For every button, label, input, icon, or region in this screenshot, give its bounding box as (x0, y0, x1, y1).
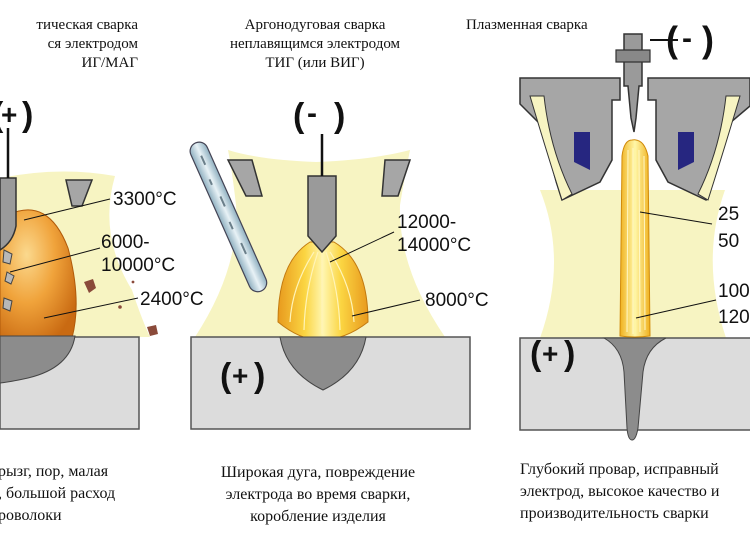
panel1-leader-2400 (43, 297, 139, 319)
panel1-spatter-1 (84, 279, 96, 293)
panel3-temp-100: 100 (718, 281, 750, 302)
panel2-caption-line1: Широкая дуга, повреждение (220, 464, 416, 481)
panel3-liner-left (529, 95, 573, 201)
panel2-graphic: ( - ) 12000- 14000°C 8000°C ( + ) (189, 97, 489, 430)
panel1-spatter-3 (118, 305, 122, 309)
panel2-filler-rod (189, 141, 268, 293)
panel3-electrode (623, 33, 643, 133)
panel2-wp-paren-close: ) (254, 357, 265, 395)
panel1-title-line1: тическая сварка (36, 17, 138, 33)
panel3-title: Плазменная сварка (466, 16, 588, 35)
panel3-jet-streaks (626, 148, 646, 334)
panel3-leader-100 (635, 299, 717, 319)
panel3-workpiece-polarity: + (542, 338, 558, 369)
panel1-caption-line2: , большой расход (0, 485, 116, 502)
panel1-temp-2400: 2400°C (140, 289, 204, 310)
panel2-nozzle-left (226, 159, 263, 197)
panel3-temp-50: 50 (718, 231, 739, 252)
panel2-caption-line2: электрода во время сварки, (225, 486, 411, 503)
panel3-temp-25: 25 (718, 204, 739, 225)
panel3-insert-right (678, 132, 694, 170)
panel3-polarity-paren-open: ( (666, 19, 678, 60)
panel1-leader-6000 (9, 247, 101, 273)
panel1-temp-6000: 6000- (101, 232, 150, 253)
panel3-electrode-polarity: - (682, 22, 692, 55)
panel1-title-line2: ся электродом (47, 36, 138, 52)
panel3-insert-left (574, 132, 590, 170)
panel2-temp-14000: 14000°C (397, 235, 471, 256)
panel1-title: тическая сварка ся электродом ИГ/МАГ (0, 16, 138, 73)
panel1-temp-10000: 10000°C (101, 255, 175, 276)
panel2-weld-pool (279, 336, 367, 391)
panel1-caption-line1: рызг, пор, малая (0, 463, 109, 480)
panel3-caption-line3: производительность сварки (520, 505, 709, 522)
panel2-arc-streaks (289, 251, 355, 334)
panel3-polarity-paren-close: ) (702, 19, 714, 60)
panel3-wp-paren-open: ( (530, 335, 542, 373)
panel1-temp-3300: 3300°C (113, 189, 177, 210)
panel3-temp-120: 120 (718, 307, 750, 328)
panel2-electrode-polarity: - (307, 97, 317, 130)
panel3-leader-25 (639, 211, 713, 225)
panel1-droplet-2 (4, 271, 15, 285)
panel1-polarity-paren-open: ( (0, 96, 4, 134)
panel3-title-line1: Плазменная сварка (466, 17, 588, 33)
panel1-caption: рызг, пор, малая , большой расход роволо… (0, 461, 158, 527)
panel1-weld-pool (0, 335, 76, 384)
panel3-graphic: ( - ) 25 50 100 120 ( + ) (519, 19, 750, 441)
panel3-caption: Глубокий провар, исправный электрод, выс… (520, 459, 748, 525)
panel1-spatter-4 (131, 280, 135, 284)
panel1-droplet-3 (2, 297, 13, 312)
panel1-title-line3: ИГ/МАГ (81, 55, 138, 71)
panel2-leader-8000 (351, 299, 421, 317)
panel1-graphic: ( + ) 3300°C 6000- 10000°C 2400°C (0, 96, 204, 430)
panel3-wp-paren-close: ) (564, 335, 575, 373)
panel3-caption-line2: электрод, высокое качество и (520, 483, 720, 500)
panel1-electrode-wire (0, 177, 17, 251)
panel1-arc (0, 209, 77, 339)
panel2-temp-8000: 8000°C (425, 290, 489, 311)
panel2-polarity-paren-close: ) (334, 97, 345, 135)
panel2-workpiece-polarity: + (232, 360, 248, 391)
panel3-electrode-mount (615, 49, 651, 63)
panel1-electrode-polarity: + (1, 99, 17, 130)
panel2-title-line1: Аргонодуговая сварка (244, 17, 386, 33)
panel1-polarity-paren-close: ) (22, 96, 33, 134)
panel2-leader-12000 (329, 231, 395, 263)
panel2-title: Аргонодуговая сварка неплавящимся электр… (205, 16, 425, 73)
panel3-caption-line1: Глубокий провар, исправный (520, 461, 719, 478)
panel1-caption-line3: роволоки (0, 507, 62, 524)
panel3-plasma-jet (619, 139, 651, 338)
panel1-leader-3300 (23, 198, 111, 221)
panel3-keyhole (602, 337, 667, 441)
panel2-title-line3: ТИГ (или ВИГ) (265, 55, 365, 71)
panel1-droplet-1 (2, 249, 13, 265)
panel2-caption: Широкая дуга, повреждение электрода во в… (200, 462, 436, 528)
panel2-temp-12000: 12000- (397, 212, 456, 233)
panel2-caption-line3: коробление изделия (250, 508, 386, 525)
panel2-title-line2: неплавящимся электродом (229, 36, 401, 52)
panel3-liner-right (697, 95, 741, 201)
panel1-spatter-2 (147, 325, 158, 336)
panel2-polarity-paren-open: ( (293, 97, 305, 135)
panel2-electrode (307, 175, 337, 254)
panel2-nozzle-right (381, 159, 412, 197)
panel2-wp-paren-open: ( (220, 357, 232, 395)
